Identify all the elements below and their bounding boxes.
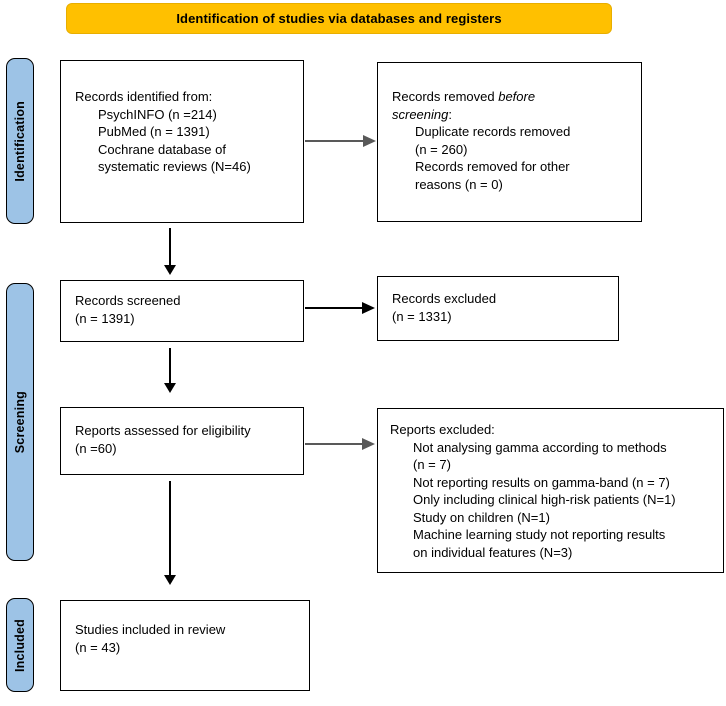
box-reports-excluded: Reports excluded: Not analysing gamma ac…: [377, 408, 724, 573]
diagram-title: Identification of studies via databases …: [176, 11, 502, 26]
arrow-head: [362, 302, 375, 314]
text-line: Machine learning study not reporting res…: [413, 527, 666, 542]
box-records-excluded-content: Records excluded (n = 1331): [392, 290, 610, 325]
arrow-head: [164, 575, 176, 585]
arrow-head: [164, 265, 176, 275]
text-line: (n = 7): [413, 457, 451, 472]
text-line: (n =60): [75, 440, 117, 456]
box-records-screened: Records screened (n = 1391): [60, 280, 304, 342]
text-line: PsychINFO (n =214): [98, 106, 217, 122]
text-line: Records identified from:: [75, 89, 213, 104]
box-reports-assessed-for-eligibility: Reports assessed for eligibility (n =60): [60, 407, 304, 475]
box-reports-assessed-content: Reports assessed for eligibility (n =60): [75, 422, 295, 457]
text-line: screening:: [392, 106, 633, 124]
arrow-head: [363, 135, 376, 147]
text-segment-italic: before: [498, 89, 536, 104]
arrow-head: [164, 383, 176, 393]
text-line: Records screened: [75, 293, 181, 308]
text-line: Not analysing gamma according to methods: [413, 439, 667, 455]
text-line: Only including clinical high-risk patien…: [413, 492, 676, 507]
text-line: Not reporting results on gamma-band (n =…: [413, 474, 670, 490]
text-line: reasons (n = 0): [415, 176, 503, 192]
box-studies-included-in-review: Studies included in review (n = 43): [60, 600, 310, 691]
box-records-identified: Records identified from: PsychINFO (n =2…: [60, 60, 304, 223]
text-line: Records excluded: [392, 291, 497, 306]
text-line: PubMed (n = 1391): [98, 124, 210, 139]
arrow-head: [362, 438, 375, 450]
stage-label-included: Included: [13, 618, 27, 672]
text-line: Reports assessed for eligibility: [75, 423, 251, 438]
text-segment-italic: screening: [392, 106, 449, 122]
stage-label-identification: Identification: [13, 100, 27, 182]
text-line: (n = 43): [75, 639, 121, 655]
text-line: Study on children (N=1): [413, 509, 550, 525]
stage-band-identification: Identification: [6, 58, 34, 224]
text-segment: Records removed: [392, 89, 499, 104]
text-line: systematic reviews (N=46): [98, 159, 251, 174]
text-line: on individual features (N=3): [413, 544, 573, 560]
text-line: Records removed before: [392, 88, 633, 106]
text-line: Duplicate records removed: [415, 124, 571, 139]
box-records-removed-before-screening: Records removed before screening: Duplic…: [377, 62, 642, 222]
stage-label-screening: Screening: [13, 390, 27, 454]
text-line: (n = 1391): [75, 310, 135, 326]
box-studies-included-content: Studies included in review (n = 43): [75, 621, 301, 656]
text-line: Records removed for other: [415, 159, 570, 174]
text-line: (n = 260): [415, 141, 468, 157]
arrow-shaft: [169, 228, 171, 268]
text-line: Studies included in review: [75, 622, 226, 637]
diagram-title-banner: Identification of studies via databases …: [66, 3, 612, 34]
text-line: Reports excluded:: [390, 422, 495, 437]
arrow-shaft: [305, 307, 365, 309]
box-records-removed-content: Records removed before screening: Duplic…: [392, 88, 633, 193]
arrow-shaft: [169, 348, 171, 386]
stage-band-screening: Screening: [6, 283, 34, 561]
text-segment: :: [448, 106, 452, 122]
box-records-identified-content: Records identified from: PsychINFO (n =2…: [75, 88, 295, 176]
arrow-shaft: [305, 140, 367, 142]
arrow-shaft: [169, 481, 171, 578]
text-line: Cochrane database of: [98, 141, 226, 157]
text-line: (n = 1331): [392, 308, 452, 324]
stage-band-included: Included: [6, 598, 34, 692]
arrow-shaft: [305, 443, 365, 445]
box-records-screened-content: Records screened (n = 1391): [75, 292, 295, 327]
box-records-excluded: Records excluded (n = 1331): [377, 276, 619, 341]
box-reports-excluded-content: Reports excluded: Not analysing gamma ac…: [390, 421, 719, 561]
